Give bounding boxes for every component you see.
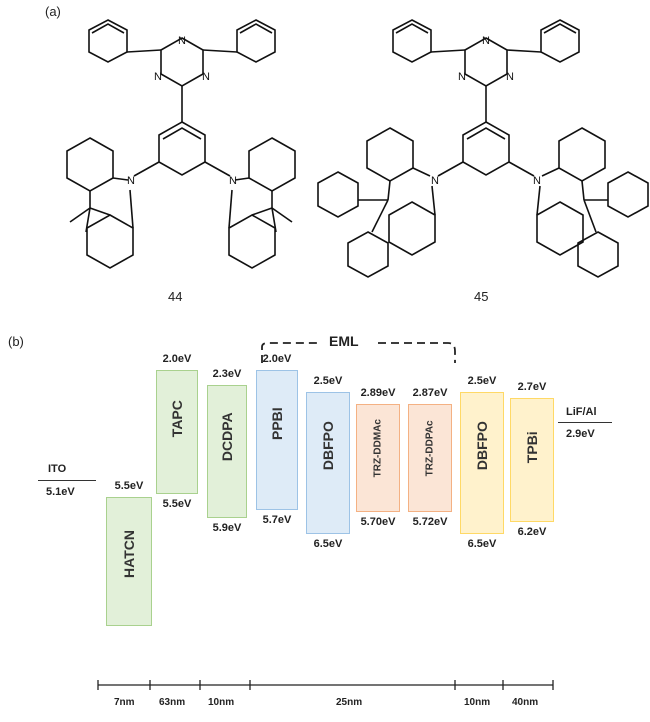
molecule-45-label: 45 [474, 289, 489, 304]
layer-name: DBFPO [320, 421, 336, 471]
eml-bracket [261, 342, 456, 363]
svg-text:N: N [202, 71, 210, 83]
lumo-value: 2.87eV [412, 387, 448, 399]
layer-tapc-1: TAPC [156, 370, 198, 494]
layer-dbfpo-7: DBFPO [460, 392, 504, 534]
lumo-value: 2.0eV [262, 353, 292, 365]
layer-name: TAPC [169, 400, 185, 438]
layer-name: HATCN [121, 529, 137, 578]
thickness-scale [97, 680, 554, 690]
eml-label: EML [329, 333, 359, 349]
layer-dbfpo-4: DBFPO [306, 392, 350, 534]
molecular-structures: N N N N N N N N N N [66, 19, 649, 278]
lumo-value: 2.0eV [162, 353, 192, 365]
thickness-dcdpa: 10nm [208, 697, 235, 708]
lumo-value: 2.7eV [517, 381, 547, 393]
layer-hatcn-0: HATCN [106, 497, 152, 626]
layer-name: TPBi [524, 431, 540, 464]
lumo-value: 2.89eV [360, 387, 396, 399]
svg-text:N: N [178, 35, 186, 47]
svg-text:N: N [533, 175, 541, 187]
thickness-eml: 25nm [336, 697, 363, 708]
layer-ppbi-3: PPBI [256, 370, 298, 510]
thickness-tapc: 63nm [159, 697, 186, 708]
panel-a-label: (a) [45, 4, 61, 19]
layer-trz-ddpac-6: TRZ-DDPAc [408, 404, 452, 512]
lumo-value: 2.5eV [467, 375, 497, 387]
svg-text:N: N [229, 175, 237, 187]
layer-dcdpa-2: DCDPA [207, 385, 247, 518]
svg-text:N: N [458, 71, 466, 83]
molecule-45-drawing [317, 19, 649, 278]
thickness-tpbi: 40nm [512, 697, 539, 708]
thickness-dbfpo-etl: 10nm [464, 697, 491, 708]
lumo-value: 2.3eV [212, 368, 242, 380]
layer-trz-ddmac-5: TRZ-DDMAc [356, 404, 400, 512]
ito-value: 5.1eV [46, 486, 75, 498]
lifal-line [558, 422, 612, 423]
svg-text:N: N [482, 35, 490, 47]
ito-line [38, 480, 96, 481]
layer-name: DCDPA [219, 412, 235, 461]
svg-text:N: N [431, 175, 439, 187]
homo-value: 6.2eV [517, 526, 547, 538]
layer-tpbi-8: TPBi [510, 398, 554, 522]
svg-text:N: N [127, 175, 135, 187]
homo-value: 5.9eV [212, 522, 242, 534]
homo-value: 5.72eV [412, 516, 448, 528]
lifal-name: LiF/Al [566, 406, 597, 418]
homo-value: 6.5eV [467, 538, 497, 550]
homo-value: 5.5eV [162, 498, 192, 510]
molecule-44-drawing [66, 19, 296, 269]
lumo-value: 2.5eV [313, 375, 343, 387]
lifal-value: 2.9eV [566, 428, 595, 440]
layer-name: TRZ-DDPAc [424, 420, 436, 477]
panel-b-label: (b) [8, 334, 24, 349]
layer-name: TRZ-DDMAc [372, 419, 384, 478]
thickness-hatcn: 7nm [114, 697, 135, 708]
svg-text:N: N [506, 71, 514, 83]
layer-name: PPBI [269, 407, 285, 440]
homo-value: 6.5eV [313, 538, 343, 550]
ito-name: ITO [48, 463, 67, 475]
lumo-value: 5.5eV [114, 480, 144, 492]
molecule-44-label: 44 [168, 289, 183, 304]
layer-name: DBFPO [474, 421, 490, 471]
svg-text:N: N [154, 71, 162, 83]
homo-value: 5.70eV [360, 516, 396, 528]
homo-value: 5.7eV [262, 514, 292, 526]
